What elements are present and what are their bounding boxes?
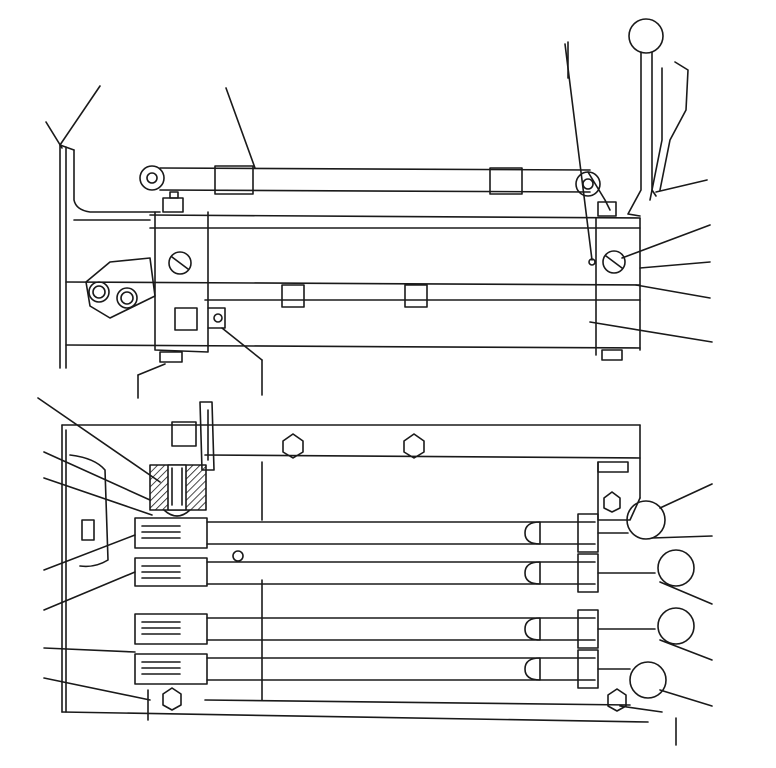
control-rod-2 (135, 550, 694, 592)
upper-rail (172, 402, 424, 470)
channel-beam (66, 215, 640, 355)
control-lever (628, 19, 688, 216)
outer-frame (62, 425, 648, 722)
frame-wall (60, 145, 160, 368)
spacer-blocks (282, 285, 427, 307)
top-leaders (38, 398, 712, 745)
clamp-section (150, 465, 206, 516)
bracket-bolt (175, 308, 225, 330)
left-bracket (86, 192, 208, 362)
control-rod-4 (135, 650, 666, 698)
side-leaders (46, 42, 712, 398)
control-rod-3 (135, 608, 694, 648)
right-bracket (589, 202, 625, 360)
connecting-rod (140, 166, 610, 210)
side-view (46, 19, 712, 398)
bottom-nuts (148, 688, 626, 720)
top-view (38, 398, 712, 745)
control-rod-1 (135, 501, 665, 552)
